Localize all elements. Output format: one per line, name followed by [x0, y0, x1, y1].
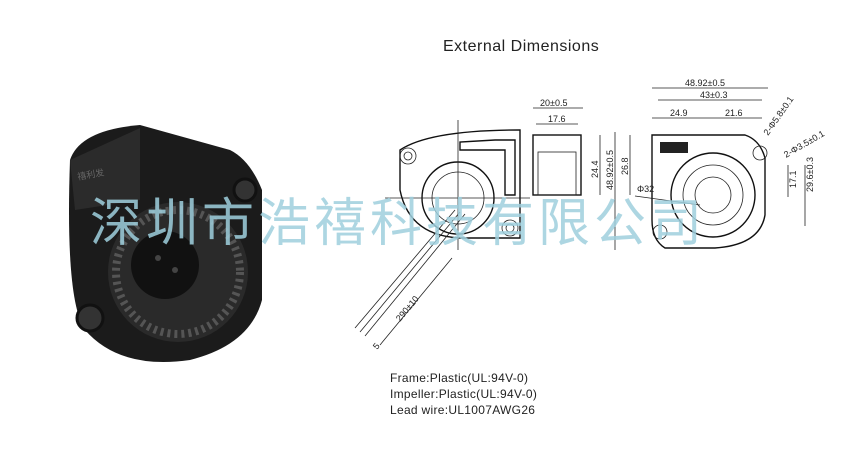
dim-left-offset: 24.9	[670, 108, 688, 118]
dim-side-width-inner: 17.6	[548, 114, 566, 124]
fan-label: 禧利发	[76, 166, 105, 182]
dim-right-offset: 21.6	[725, 108, 743, 118]
watermark: 深圳市浩禧科技有限公司	[90, 194, 707, 254]
dim-side-width-outer: 20±0.5	[540, 98, 567, 108]
dim-height-29: 29.6±0.3	[805, 157, 815, 192]
dim-width-overall: 48.92±0.5	[685, 78, 725, 88]
dim-diameter: Φ32	[637, 184, 654, 194]
dim-hole-outer: 2-Φ5.8±0.1	[761, 94, 795, 137]
dim-overall-height: 48.92±0.5	[605, 150, 615, 190]
dim-height-17: 17.1	[788, 170, 798, 188]
page-title: External Dimensions	[443, 38, 600, 55]
dim-side-height: 24.4	[590, 160, 600, 178]
fan-photo: 禧利发	[69, 125, 262, 362]
dim-height-26: 26.8	[620, 157, 630, 175]
dim-lead-length: 290±10	[394, 294, 421, 323]
spec-frame: Frame:Plastic(UL:94V-0)	[390, 371, 529, 385]
spec-lead-wire: Lead wire:UL1007AWG26	[390, 403, 536, 417]
dim-hole-inner: 2-Φ3.5±0.1	[782, 128, 826, 159]
dim-lead-strip: 5	[371, 341, 382, 351]
dim-width-holes: 43±0.3	[700, 90, 727, 100]
specs-list: Frame:Plastic(UL:94V-0) Impeller:Plastic…	[390, 370, 537, 418]
side-view: 20±0.5 17.6 24.4 48.92±0.5 26.8	[532, 98, 631, 250]
lead-wire	[354, 209, 466, 346]
spec-impeller: Impeller:Plastic(UL:94V-0)	[390, 387, 538, 401]
